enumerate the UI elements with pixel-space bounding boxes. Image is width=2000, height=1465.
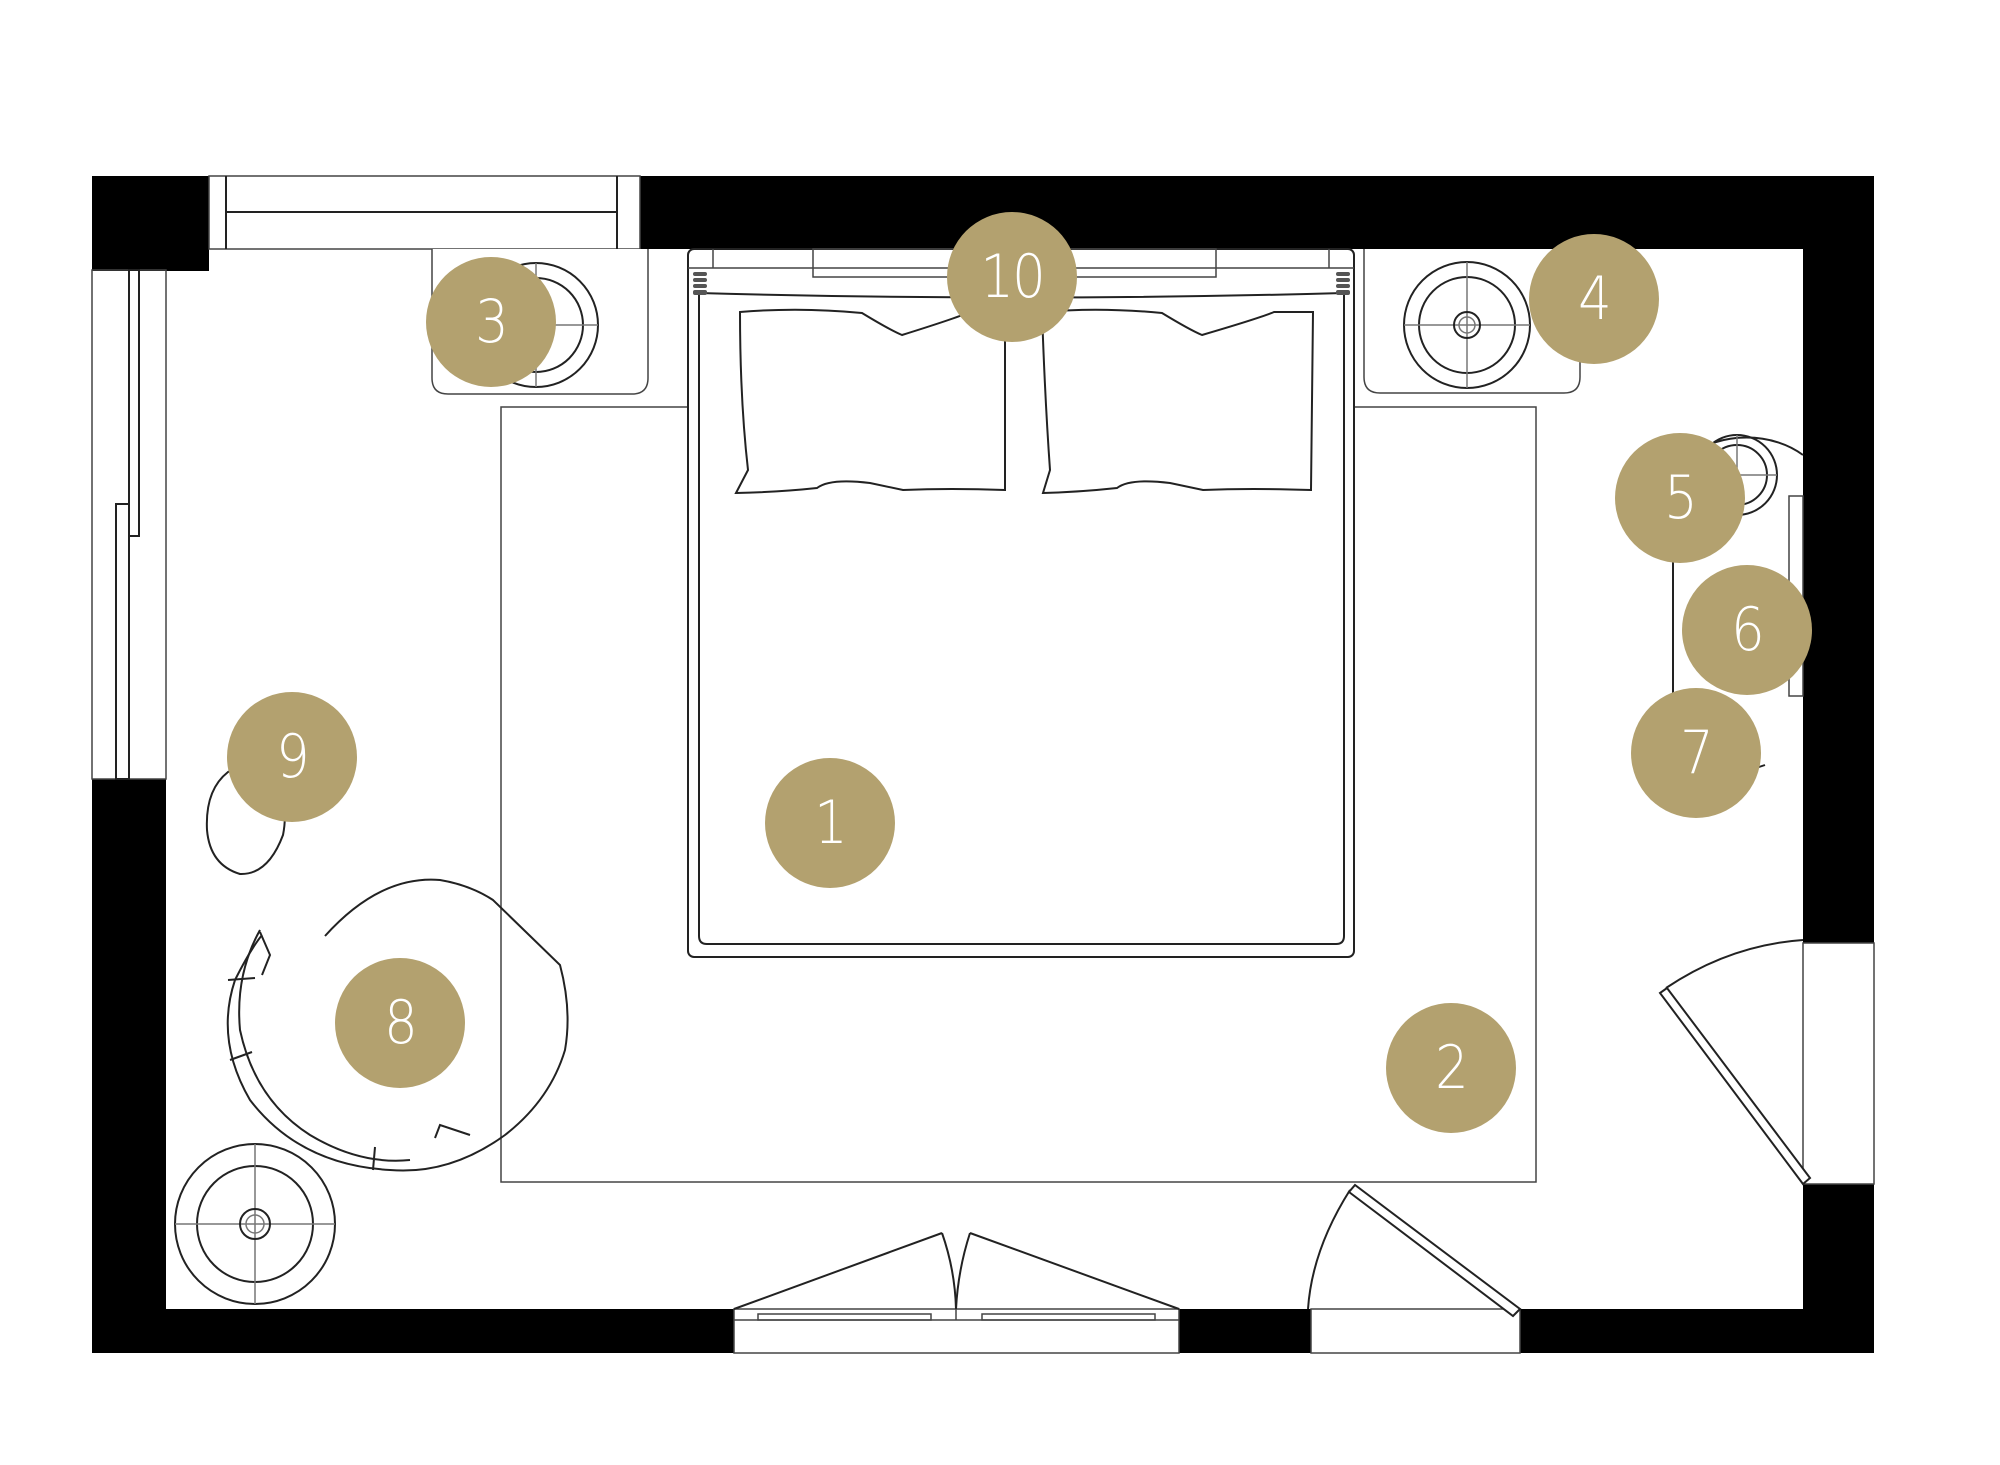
marker-9[interactable]: 9 xyxy=(227,692,357,822)
left-window xyxy=(91,269,167,780)
bed-buttons xyxy=(693,272,1350,295)
right-door xyxy=(1658,939,1875,1186)
pillow-left xyxy=(734,308,1006,495)
marker-8[interactable]: 8 xyxy=(335,958,465,1088)
walls xyxy=(92,176,1874,1353)
top-window xyxy=(208,175,641,250)
marker-5-label: 5 xyxy=(1664,463,1698,533)
bottom-door xyxy=(1307,1183,1522,1354)
marker-10-label: 10 xyxy=(980,242,1045,312)
marker-6-label: 6 xyxy=(1731,595,1765,665)
marker-3-label: 3 xyxy=(475,287,509,357)
marker-7-label: 7 xyxy=(1680,718,1714,788)
pillow-right xyxy=(1040,308,1315,495)
marker-3[interactable]: 3 xyxy=(426,257,556,387)
floor-lamp xyxy=(174,1143,336,1305)
marker-7[interactable]: 7 xyxy=(1631,688,1761,818)
marker-2-label: 2 xyxy=(1435,1033,1469,1103)
marker-1[interactable]: 1 xyxy=(765,758,895,888)
marker-8-label: 8 xyxy=(384,988,418,1058)
marker-1-label: 1 xyxy=(814,788,848,858)
marker-10[interactable]: 10 xyxy=(947,212,1077,342)
marker-4-label: 4 xyxy=(1578,264,1612,334)
marker-2[interactable]: 2 xyxy=(1386,1003,1516,1133)
armchair xyxy=(226,878,569,1172)
marker-4[interactable]: 4 xyxy=(1529,234,1659,364)
french-doors xyxy=(733,1232,1180,1354)
marker-5[interactable]: 5 xyxy=(1615,433,1745,563)
right-nightstand xyxy=(1363,249,1581,394)
marker-9-label: 9 xyxy=(276,722,310,792)
marker-6[interactable]: 6 xyxy=(1682,565,1812,695)
